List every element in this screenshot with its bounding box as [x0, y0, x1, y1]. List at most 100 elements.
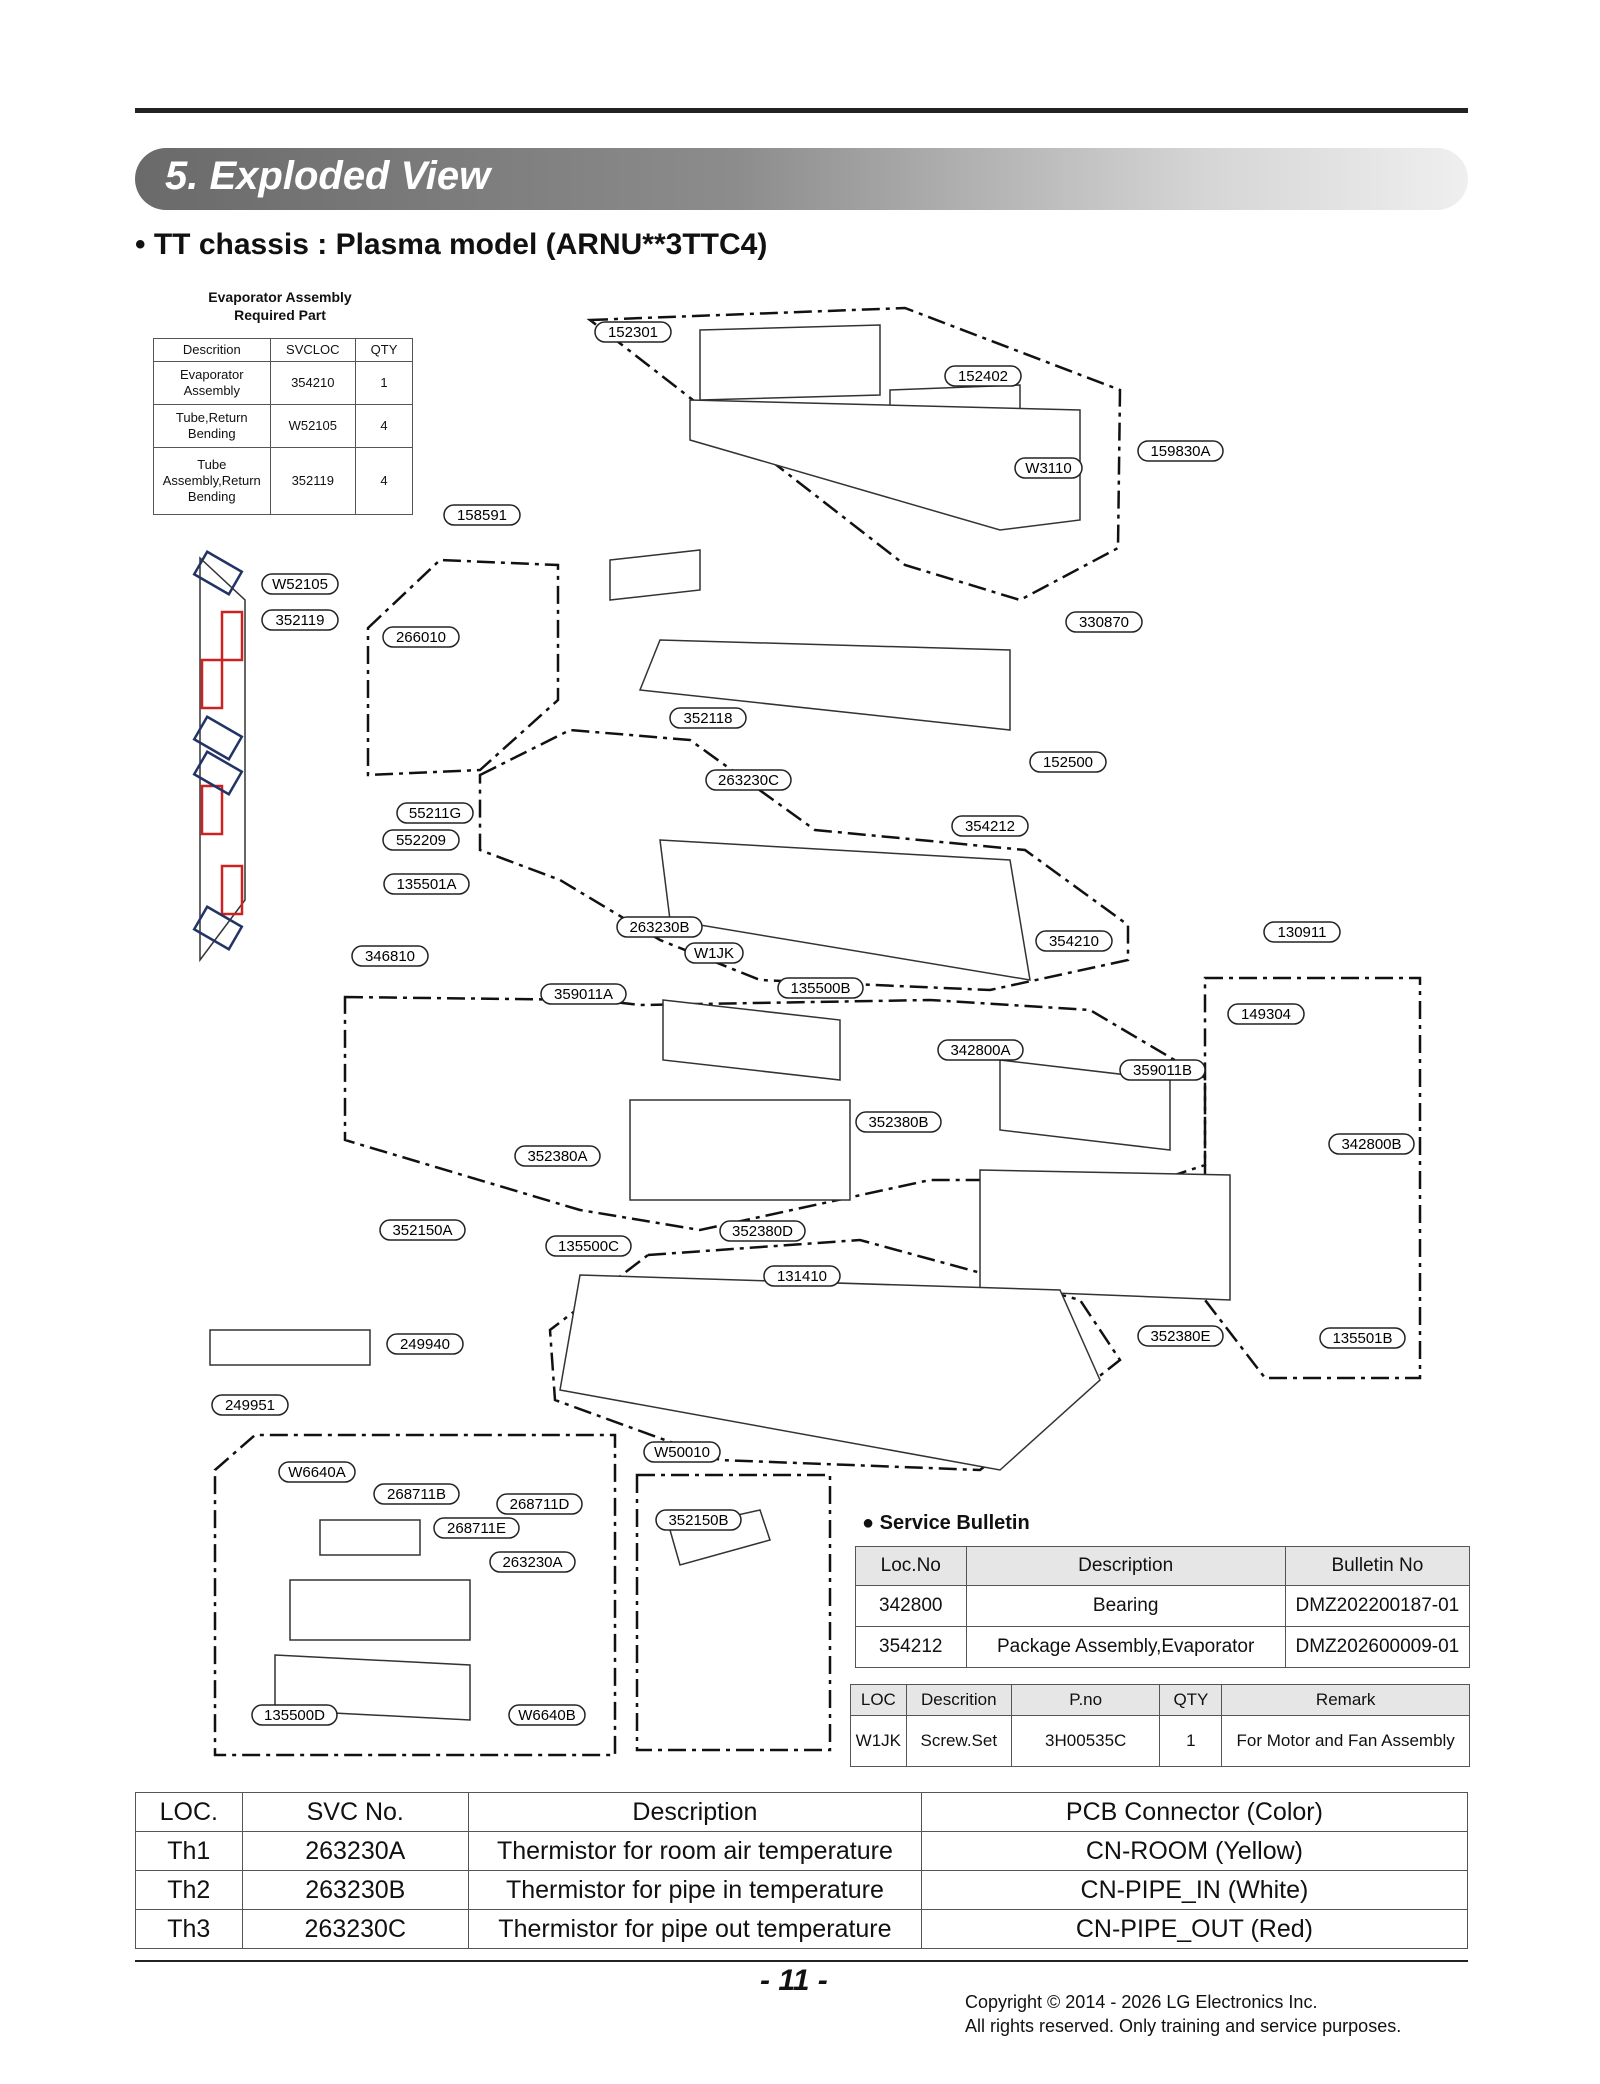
part-callout: 263230A	[489, 1551, 576, 1573]
part-callout-label: 330870	[1079, 614, 1129, 631]
part-callout-label: W52105	[272, 576, 328, 593]
part-callout-label: W1JK	[694, 945, 734, 962]
section-title: 5. Exploded View	[165, 154, 491, 198]
part-callout-label: 359011B	[1133, 1062, 1192, 1079]
part-callout-label: 352150A	[392, 1222, 452, 1239]
table-cell: Thermistor for pipe in temperature	[467, 1870, 922, 1910]
part-callout-label: 346810	[365, 948, 415, 965]
table-row: Th1 263230A Thermistor for room air temp…	[135, 1831, 1469, 1871]
service-bulletin-title: ● Service Bulletin	[862, 1512, 1030, 1534]
part-callout-label: 354210	[1049, 933, 1099, 950]
part-callout-label: 152500	[1043, 754, 1093, 771]
part-callout: 135500C	[545, 1235, 632, 1257]
part-callout: W3110	[1014, 457, 1083, 479]
part-callout-label: 268711D	[510, 1496, 570, 1513]
part-callout: 352150B	[655, 1509, 742, 1531]
part-callout: 359011B	[1119, 1059, 1206, 1081]
part-callout: 158591	[443, 504, 521, 526]
table-header: PCB Connector (Color)	[920, 1792, 1469, 1832]
part-callout: 135501A	[383, 873, 470, 895]
copyright: Copyright © 2014 - 2026 LG Electronics I…	[965, 1990, 1401, 2038]
part-callout-label: 352380A	[527, 1148, 587, 1165]
part-callout-label: 158591	[457, 507, 507, 524]
part-callout-label: 152402	[958, 368, 1008, 385]
part-callout-label: 149304	[1241, 1006, 1291, 1023]
part-callout: 330870	[1065, 611, 1143, 633]
part-callout: 354212	[951, 815, 1029, 837]
part-callout-label: 130911	[1278, 924, 1327, 941]
part-callout: 354210	[1035, 930, 1113, 952]
part-callout-label: 249940	[400, 1336, 450, 1353]
table-cell: Thermistor for pipe out temperature	[467, 1909, 922, 1949]
part-callout: W6640A	[278, 1461, 356, 1483]
part-callout: 268711E	[433, 1517, 520, 1539]
part-callout-label: 352118	[684, 710, 733, 727]
part-callout: 263230B	[616, 916, 703, 938]
part-callout: 352380B	[855, 1111, 942, 1133]
table-row: Th2 263230B Thermistor for pipe in tempe…	[135, 1870, 1469, 1910]
drain-hose-group-outline	[635, 1473, 832, 1752]
part-callout: 352150A	[379, 1219, 466, 1241]
part-callout: 149304	[1227, 1003, 1305, 1025]
part-callout: 342800A	[937, 1039, 1024, 1061]
table-cell: Th3	[135, 1909, 243, 1949]
table-row: W1JK Screw.Set 3H00535C 1 For Motor and …	[850, 1715, 1470, 1767]
table-cell: CN-ROOM (Yellow)	[920, 1831, 1469, 1871]
table-header: SVC No.	[241, 1792, 469, 1832]
part-callout: W6640B	[508, 1704, 586, 1726]
table-cell: CN-PIPE_IN (White)	[920, 1870, 1469, 1910]
part-callout-label: 263230C	[718, 772, 779, 789]
part-callout: 359011A	[540, 983, 627, 1005]
part-callout-label: 266010	[396, 629, 446, 646]
bottom-rule	[135, 1960, 1468, 1962]
part-callout-label: 342800A	[950, 1042, 1010, 1059]
part-callout: 346810	[351, 945, 429, 967]
table-cell: 342800	[855, 1585, 967, 1627]
top-filter-group-outline	[586, 306, 1122, 602]
part-callout: 135500B	[777, 977, 864, 999]
evaporator-title-line2: Required Part	[234, 307, 326, 323]
part-callout: W52105	[261, 573, 339, 595]
part-callout: 268711D	[496, 1493, 583, 1515]
copyright-line2: All rights reserved. Only training and s…	[965, 2016, 1402, 2036]
table-cell: Th2	[135, 1870, 243, 1910]
control-box-group-outline	[213, 1433, 617, 1757]
evaporator-table-title: Evaporator Assembly Required Part	[160, 288, 400, 324]
part-callout-label: W6640B	[518, 1707, 576, 1724]
part-callout-label: 352380D	[732, 1223, 793, 1240]
evaporator-title-line1: Evaporator Assembly	[208, 289, 352, 305]
right-side-group-outline	[1203, 976, 1422, 1380]
part-callout: 55211G	[396, 802, 474, 824]
part-callout-label: 352380B	[868, 1114, 928, 1131]
part-callout-label: 354212	[965, 818, 1015, 835]
table-cell: Package Assembly,Evaporator	[965, 1626, 1286, 1668]
part-callout: W1JK	[684, 942, 744, 964]
table-cell: 1	[355, 361, 413, 405]
part-callout-label: 352380E	[1150, 1328, 1210, 1345]
part-callout: 152402	[944, 365, 1022, 387]
top-rule	[135, 108, 1468, 113]
part-callout-label: 263230A	[502, 1554, 562, 1571]
part-callout: 352119	[261, 609, 339, 631]
part-callout: 152301	[594, 321, 672, 343]
table-cell: W52105	[269, 404, 357, 448]
copyright-line1: Copyright © 2014 - 2026 LG Electronics I…	[965, 1992, 1318, 2012]
table-row: 354212 Package Assembly,Evaporator DMZ20…	[855, 1626, 1471, 1668]
table-cell: CN-PIPE_OUT (Red)	[920, 1909, 1469, 1949]
part-callout-label: 152301	[608, 324, 658, 341]
thermistor-table: LOC. SVC No. Description PCB Connector (…	[135, 1792, 1469, 1949]
part-callout-label: 359011A	[554, 986, 613, 1003]
part-callout: 552209	[382, 829, 460, 851]
part-callout: 342800B	[1328, 1133, 1415, 1155]
table-cell: W1JK	[850, 1715, 907, 1767]
evaporator-group-outline	[478, 728, 1130, 992]
part-callout-label: 135500C	[558, 1238, 619, 1255]
part-callout-label: 135501A	[396, 876, 456, 893]
table-header: Description	[965, 1546, 1286, 1586]
drain-pump-group-outline	[366, 558, 560, 777]
part-callout: 352118	[669, 707, 747, 729]
table-row: Evaporator Assembly 354210 1	[153, 361, 413, 405]
part-callout: 268711B	[373, 1483, 460, 1505]
evaporator-required-parts-table: Descrition SVCLOC QTY Evaporator Assembl…	[153, 338, 413, 515]
